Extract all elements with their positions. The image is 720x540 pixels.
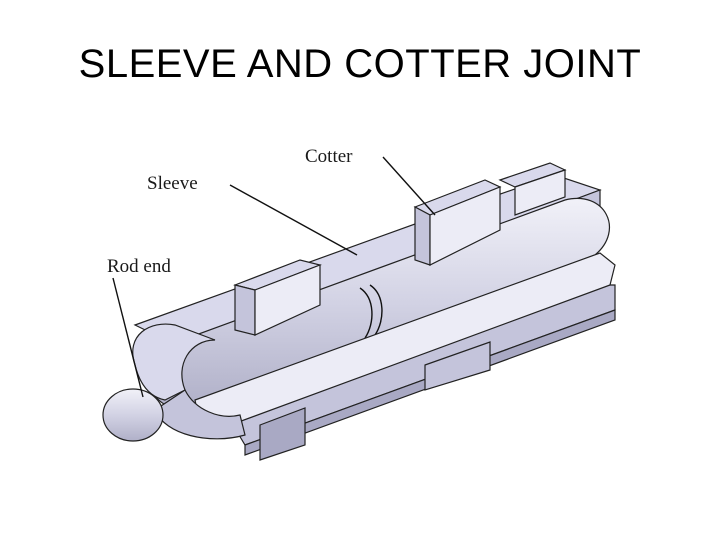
cotter-right — [413, 179, 502, 266]
svg-text:Sleeve: Sleeve — [147, 173, 198, 194]
sleeve-cotter-joint-diagram: Cotter Sleeve Rod end — [102, 146, 616, 461]
sleeve-lower-half — [229, 284, 616, 461]
slide-title: SLEEVE AND COTTER JOINT — [78, 42, 642, 86]
cotter-far — [498, 162, 567, 216]
svg-text:Rod end: Rod end — [107, 256, 171, 277]
rod-end — [102, 388, 164, 442]
cotter-left — [233, 259, 322, 336]
label-cotter: Cotter — [305, 146, 436, 216]
label-rod-end: Rod end — [107, 256, 171, 398]
label-sleeve: Sleeve — [147, 173, 358, 256]
svg-text:Cotter: Cotter — [305, 146, 353, 167]
sleeve-end-face — [132, 323, 246, 440]
